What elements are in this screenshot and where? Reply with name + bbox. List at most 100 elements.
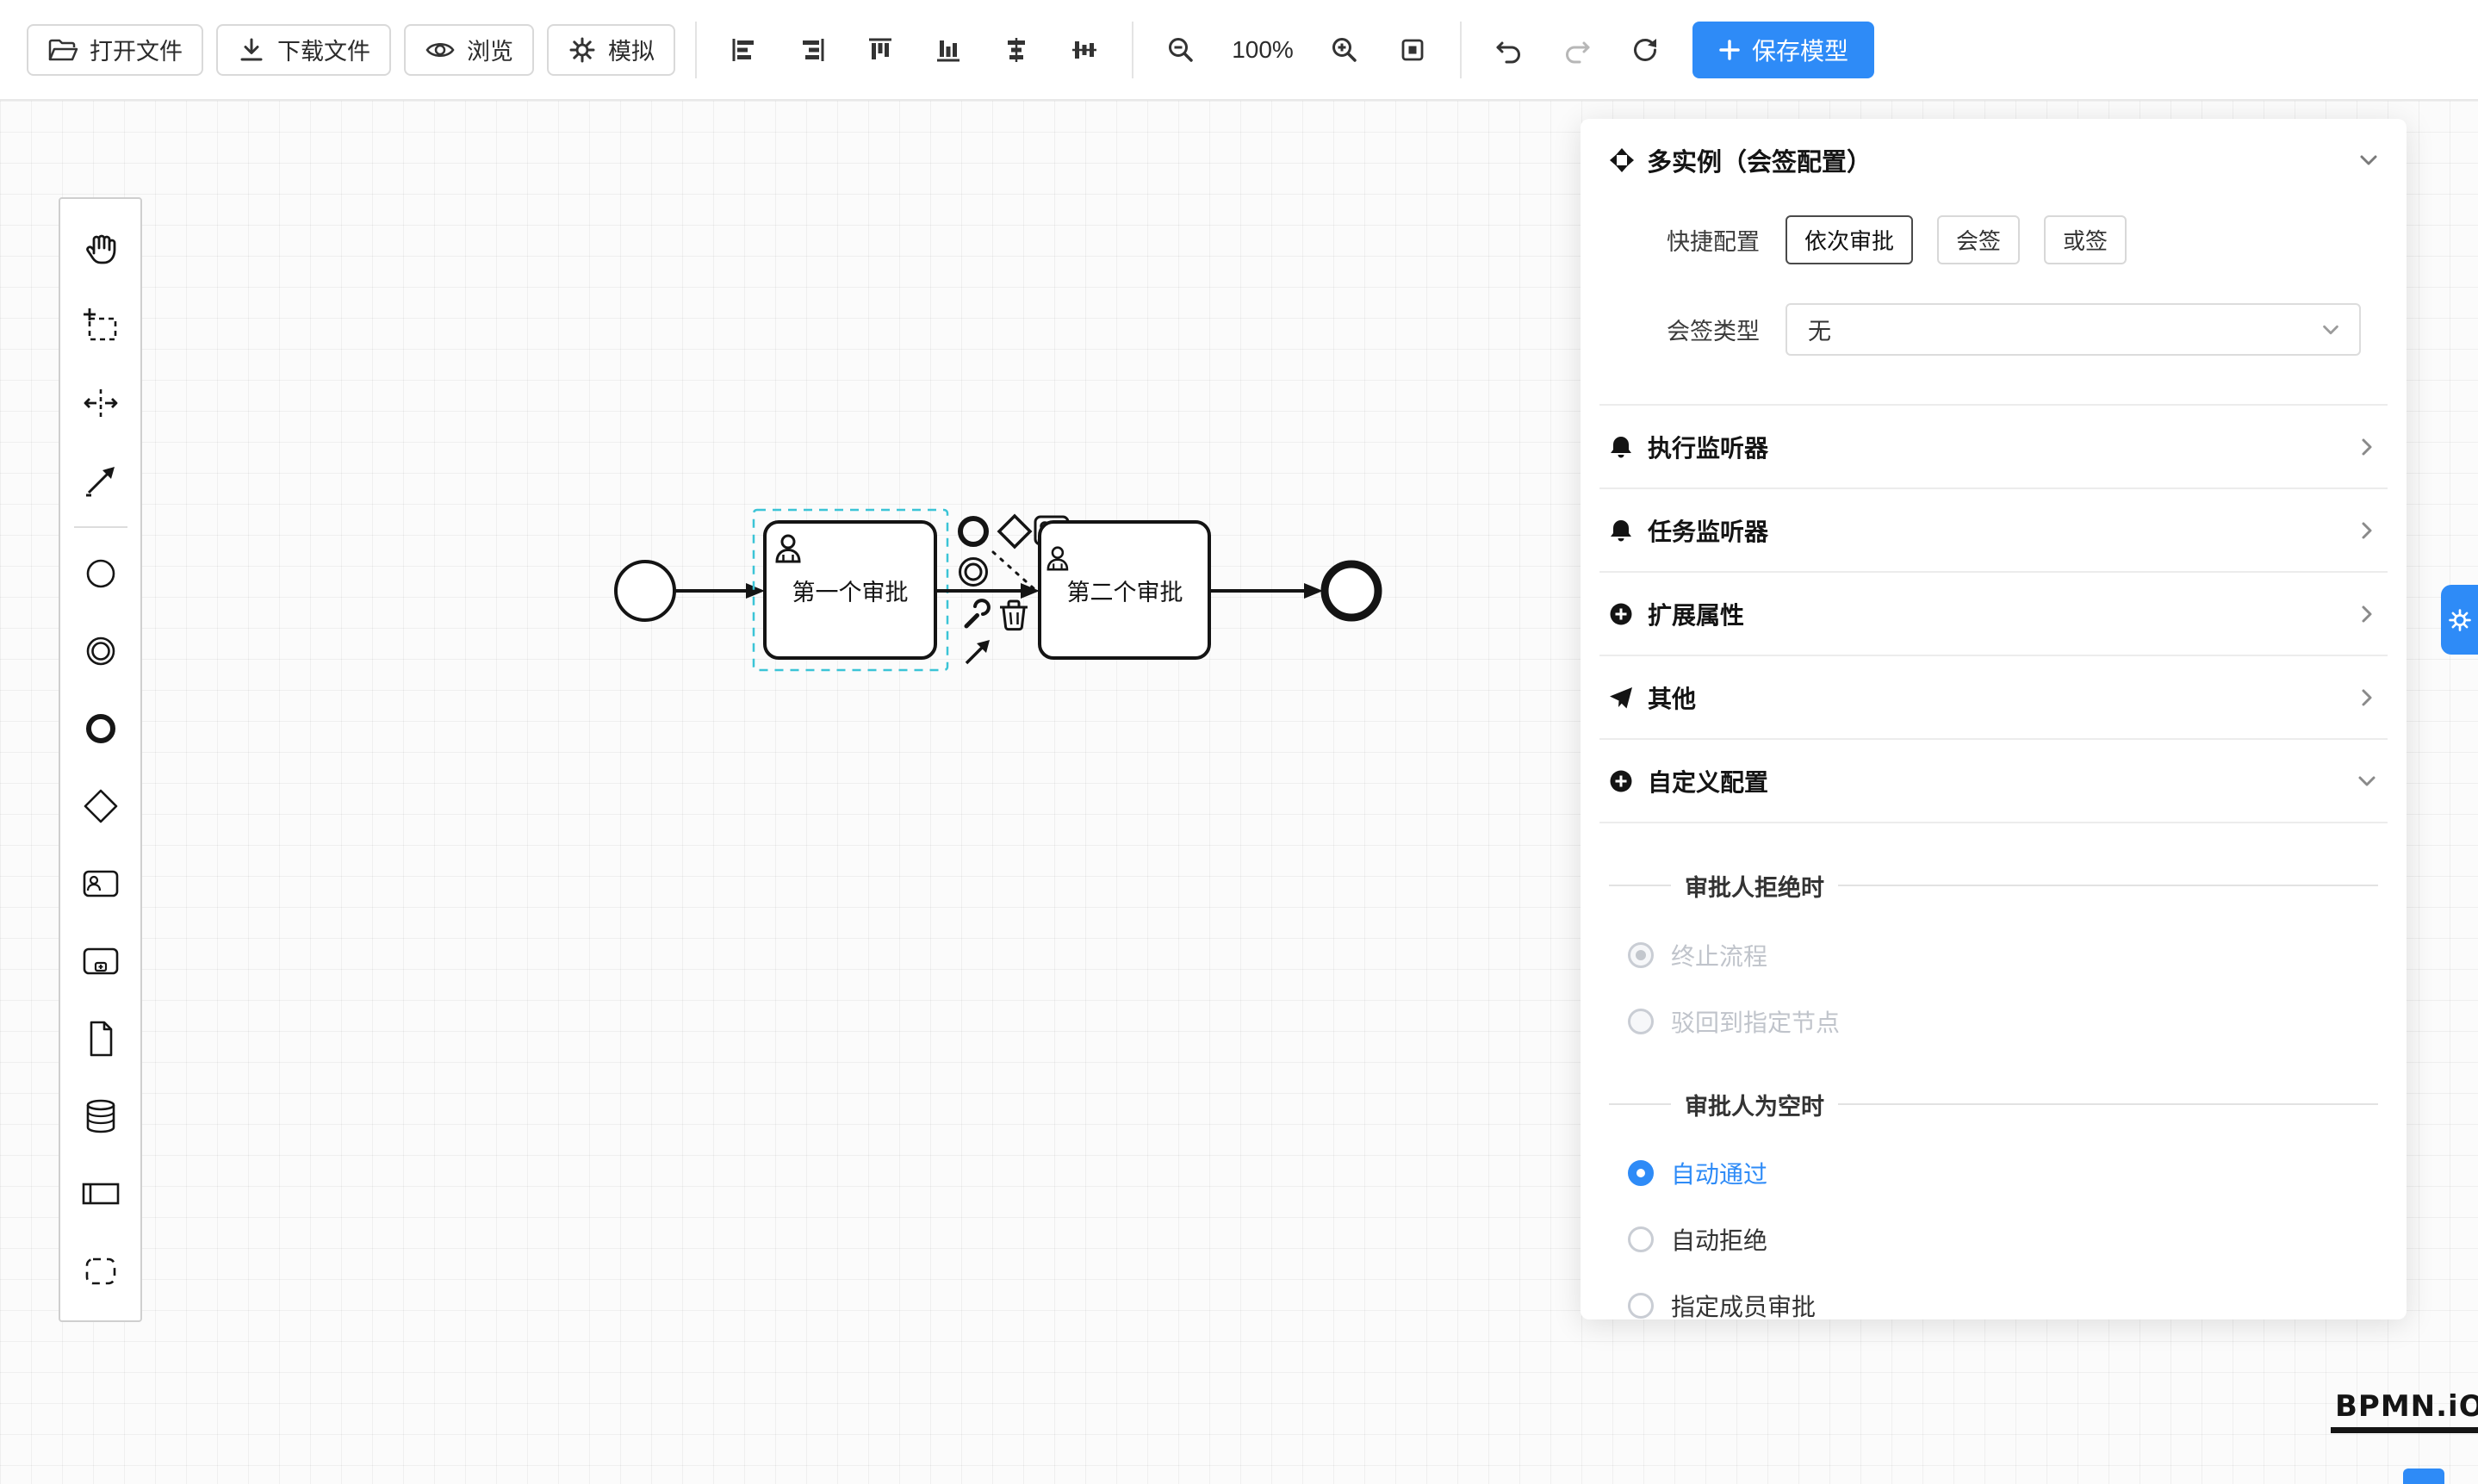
hand-tool[interactable] bbox=[62, 209, 140, 287]
intermediate-event-icon bbox=[86, 636, 115, 666]
align-right-button[interactable] bbox=[785, 24, 840, 76]
append-end-event-icon[interactable] bbox=[958, 516, 989, 547]
radio-auto-reject[interactable]: 自动拒绝 bbox=[1628, 1206, 2407, 1272]
reset-button[interactable] bbox=[1618, 24, 1673, 76]
align-center-button[interactable] bbox=[989, 24, 1044, 76]
open-file-button[interactable]: 打开文件 bbox=[27, 23, 203, 76]
zoom-in-button[interactable] bbox=[1317, 24, 1372, 76]
toolbar-separator bbox=[1132, 21, 1133, 78]
align-middle-button[interactable] bbox=[1057, 24, 1112, 76]
create-intermediate-event[interactable] bbox=[62, 612, 140, 690]
quick-option-sequential[interactable]: 依次审批 bbox=[1786, 214, 1914, 264]
lasso-icon bbox=[83, 308, 116, 341]
radio-label: 驳回到指定节点 bbox=[1671, 1009, 1841, 1036]
task-second-approval[interactable]: 第二个审批 bbox=[1038, 520, 1211, 660]
sign-type-select[interactable]: 无 bbox=[1786, 303, 2361, 356]
global-connect-tool[interactable] bbox=[62, 442, 140, 519]
divider-line bbox=[1609, 885, 1671, 886]
user-task-icon bbox=[83, 870, 118, 897]
create-user-task[interactable] bbox=[62, 845, 140, 922]
task-first-approval[interactable]: 第一个审批 bbox=[763, 520, 937, 660]
panel-title: 多实例（会签配置） bbox=[1647, 149, 1872, 177]
space-tool[interactable] bbox=[62, 364, 140, 442]
radio-label: 自动通过 bbox=[1671, 1160, 1768, 1188]
zoom-out-button[interactable] bbox=[1153, 24, 1208, 76]
append-intermediate-event-icon[interactable] bbox=[959, 557, 988, 587]
reject-options: 终止流程 驳回到指定节点 bbox=[1581, 922, 2407, 1054]
align-bottom-button[interactable] bbox=[921, 24, 976, 76]
bpmn-io-logo[interactable]: BPMN.iO bbox=[2331, 1389, 2478, 1433]
toolbar-separator bbox=[695, 21, 697, 78]
connection-preview-line bbox=[991, 550, 1035, 590]
section-other[interactable]: 其他 bbox=[1599, 655, 2388, 738]
quick-config-label: 快捷配置 bbox=[1667, 228, 1760, 255]
align-center-horizontal-icon bbox=[1008, 37, 1025, 62]
radio-label: 终止流程 bbox=[1671, 942, 1768, 970]
simulation-icon bbox=[569, 37, 595, 62]
radio-unselected-icon[interactable] bbox=[1628, 1226, 1654, 1252]
radio-return-to-node[interactable]: 驳回到指定节点 bbox=[1628, 988, 2407, 1054]
radio-selected-icon[interactable] bbox=[1628, 1159, 1654, 1186]
section-custom-config[interactable]: 自定义配置 bbox=[1599, 738, 2388, 822]
create-group[interactable] bbox=[62, 1233, 140, 1310]
sequence-flow-3[interactable] bbox=[1209, 583, 1323, 599]
fit-viewport-button[interactable] bbox=[1385, 24, 1440, 76]
simulate-button[interactable]: 模拟 bbox=[547, 23, 675, 76]
plus-icon bbox=[1719, 39, 1740, 60]
section-extended-properties[interactable]: 扩展属性 bbox=[1599, 571, 2388, 655]
palette-separator bbox=[73, 526, 127, 528]
save-model-button[interactable]: 保存模型 bbox=[1692, 21, 1875, 78]
panel-sections: 执行监听器 任务监听器 扩展属性 bbox=[1599, 404, 2388, 823]
gateway-icon bbox=[84, 789, 117, 823]
wrench-icon[interactable] bbox=[964, 599, 991, 629]
align-bottom-icon bbox=[937, 40, 960, 61]
lasso-tool[interactable] bbox=[62, 287, 140, 364]
sequence-flow-1[interactable] bbox=[675, 583, 765, 599]
quick-option-countersign[interactable]: 会签 bbox=[1937, 214, 2021, 264]
section-label: 执行监听器 bbox=[1648, 434, 1769, 462]
radio-unselected-icon[interactable] bbox=[1628, 1292, 1654, 1319]
align-top-button[interactable] bbox=[853, 24, 908, 76]
download-file-button[interactable]: 下载文件 bbox=[216, 23, 391, 76]
create-data-store[interactable] bbox=[62, 1077, 140, 1155]
chevron-down-icon[interactable] bbox=[2357, 148, 2381, 172]
save-model-label: 保存模型 bbox=[1752, 37, 1849, 65]
download-file-label: 下载文件 bbox=[277, 39, 370, 65]
section-execution-listener[interactable]: 执行监听器 bbox=[1599, 404, 2388, 487]
append-gateway-icon[interactable] bbox=[997, 513, 1033, 550]
preview-button[interactable]: 浏览 bbox=[404, 23, 534, 76]
refresh-icon bbox=[1634, 38, 1656, 61]
connect-arrow-icon[interactable] bbox=[965, 640, 990, 665]
section-task-listener[interactable]: 任务监听器 bbox=[1599, 487, 2388, 571]
bpmn-palette bbox=[59, 197, 142, 1322]
sequence-flow-2[interactable] bbox=[935, 583, 1040, 599]
quick-option-orsign[interactable]: 或签 bbox=[2044, 214, 2127, 264]
section-label: 自定义配置 bbox=[1648, 768, 1769, 796]
chevron-right-icon bbox=[2362, 605, 2372, 622]
hand-icon bbox=[85, 234, 115, 264]
connect-icon bbox=[85, 467, 115, 497]
trash-icon[interactable] bbox=[1000, 599, 1028, 631]
undo-button[interactable] bbox=[1481, 24, 1537, 76]
settings-toggle-tab[interactable] bbox=[2441, 585, 2478, 655]
bottom-right-tab[interactable] bbox=[2403, 1468, 2444, 1484]
create-subprocess[interactable] bbox=[62, 922, 140, 1000]
create-gateway[interactable] bbox=[62, 767, 140, 845]
radio-terminate-process[interactable]: 终止流程 bbox=[1628, 922, 2407, 988]
panel-header[interactable]: 多实例（会签配置） bbox=[1581, 119, 2407, 202]
participant-icon bbox=[82, 1183, 119, 1205]
align-left-button[interactable] bbox=[717, 24, 772, 76]
create-participant[interactable] bbox=[62, 1155, 140, 1233]
sign-type-label: 会签类型 bbox=[1667, 319, 1760, 345]
start-event[interactable] bbox=[614, 560, 676, 622]
create-end-event[interactable] bbox=[62, 690, 140, 767]
radio-designated-member[interactable]: 指定成员审批 bbox=[1628, 1272, 2407, 1319]
radio-unselected-disabled-icon[interactable] bbox=[1628, 1008, 1654, 1034]
end-event[interactable] bbox=[1320, 560, 1382, 622]
radio-selected-disabled-icon[interactable] bbox=[1628, 941, 1654, 968]
redo-button[interactable] bbox=[1550, 24, 1605, 76]
radio-auto-pass[interactable]: 自动通过 bbox=[1628, 1139, 2407, 1206]
create-data-object[interactable] bbox=[62, 1000, 140, 1077]
create-start-event[interactable] bbox=[62, 535, 140, 612]
